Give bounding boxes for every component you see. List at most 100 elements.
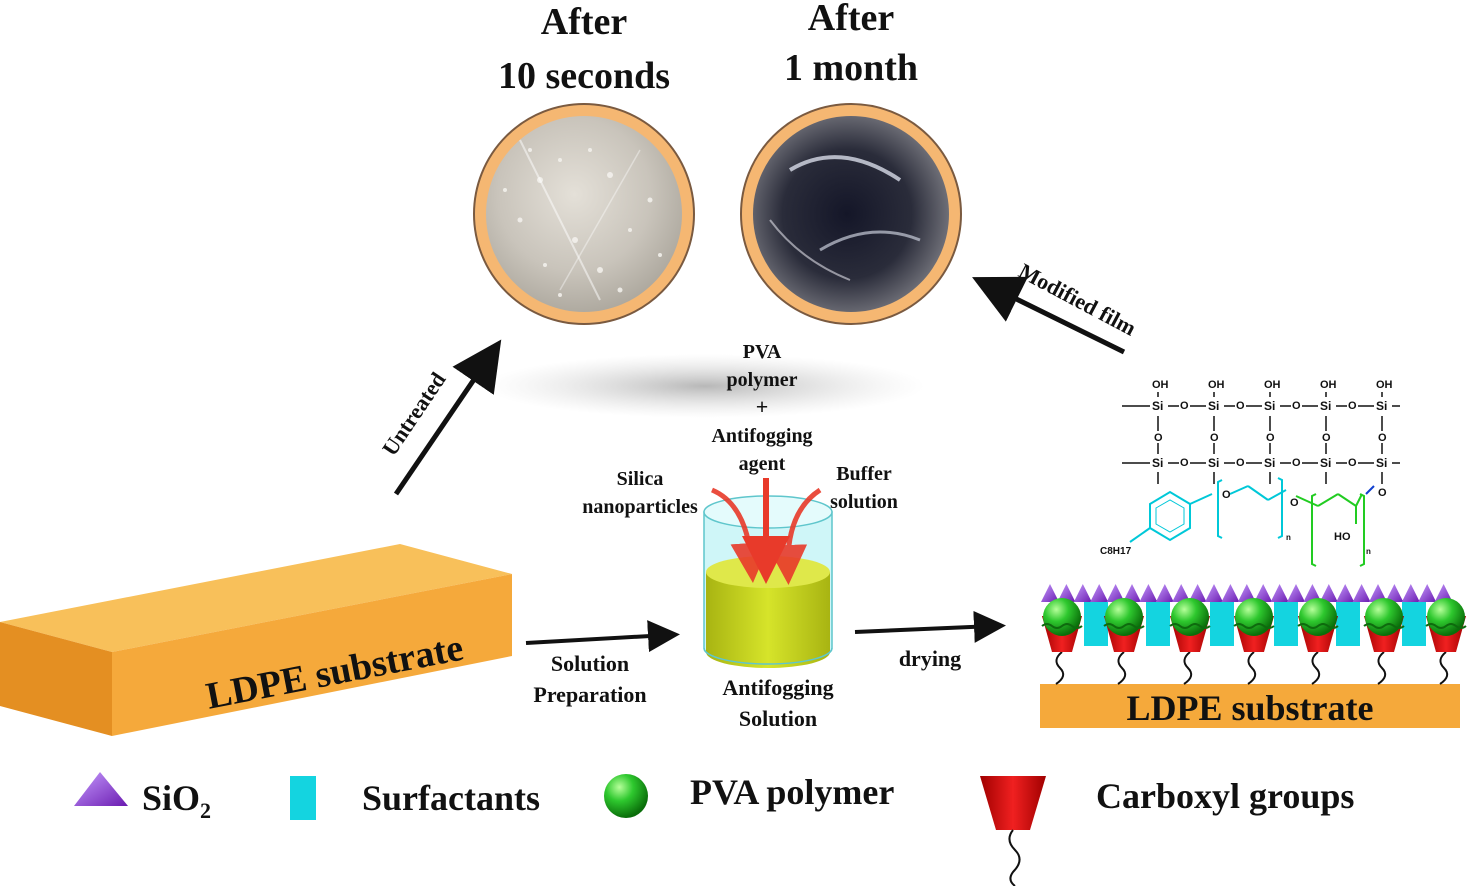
siloxane-network: OHSiSiOOOOHSiSiOOOOHSiSiOOOOHSiSiOOOOHSi… bbox=[1122, 379, 1400, 499]
pva-carboxyl-unit bbox=[1169, 598, 1211, 685]
sio2-particle bbox=[1041, 584, 1059, 602]
pva-carboxyl-unit bbox=[1233, 598, 1275, 685]
surfactant-block bbox=[1210, 600, 1234, 646]
pva-carboxyl-layer bbox=[1041, 598, 1467, 685]
si-label-bg bbox=[1318, 454, 1336, 468]
pva-sphere bbox=[1299, 598, 1337, 636]
legend-sio2-label: SiO2 bbox=[142, 778, 211, 823]
terminal-o-label: O bbox=[1378, 487, 1387, 499]
si-label: Si bbox=[1320, 456, 1331, 470]
pva-label-line2: polymer bbox=[726, 369, 797, 391]
foggy-film-photo bbox=[473, 103, 695, 325]
si-label: Si bbox=[1264, 399, 1275, 413]
chain-o-label: O bbox=[1348, 457, 1357, 469]
pva-sphere bbox=[1365, 598, 1403, 636]
untreated-label: Untreated bbox=[377, 367, 451, 460]
pva-wave bbox=[1041, 623, 1083, 629]
sio2-particle bbox=[1057, 584, 1076, 602]
chain-o-label: O bbox=[1236, 457, 1245, 469]
pva-carboxyl-unit bbox=[1425, 598, 1467, 685]
sio2-particle bbox=[1418, 584, 1437, 602]
pva-wave bbox=[1425, 623, 1467, 629]
surfactant-block bbox=[1402, 600, 1426, 646]
legend: SiO2 Surfactants PVA polymer Carboxyl gr… bbox=[74, 772, 1354, 886]
pva-sphere bbox=[1105, 598, 1143, 636]
si-label: Si bbox=[1152, 399, 1163, 413]
chain-o-bg bbox=[1235, 398, 1246, 410]
hydroxyl-oh-label: OH bbox=[1264, 379, 1281, 391]
chain-o-bg bbox=[1347, 455, 1358, 467]
legend-carboxyl-icon bbox=[980, 776, 1046, 886]
ether-oxygen-label: O bbox=[1222, 489, 1231, 501]
chain-o-bg bbox=[1179, 455, 1190, 467]
bridge-o-label: O bbox=[1322, 432, 1331, 444]
carboxyl-tether bbox=[1183, 651, 1193, 685]
sio2-particle bbox=[1303, 584, 1322, 602]
carboxyl-tether bbox=[1247, 651, 1257, 685]
ldpe-substrate-right bbox=[1040, 684, 1460, 728]
bridge-o-bg bbox=[1265, 431, 1275, 443]
buffer-label-line1: Buffer bbox=[836, 463, 892, 485]
bridge-o-bg bbox=[1153, 431, 1163, 443]
sio2-particle bbox=[1319, 584, 1338, 602]
buffer-inflow-arrow bbox=[767, 487, 822, 585]
surfactant-block bbox=[1274, 600, 1298, 646]
si-label-bg bbox=[1262, 397, 1280, 411]
pva-ether-oxygen-label: O bbox=[1290, 497, 1299, 509]
si-label: Si bbox=[1152, 456, 1163, 470]
legend-surfactants-label: Surfactants bbox=[362, 778, 540, 818]
surfactant-layer bbox=[1084, 600, 1426, 646]
ldpe-substrate-right-label: LDPE substrate bbox=[1126, 688, 1373, 728]
solution-preparation-arrow bbox=[525, 620, 680, 653]
bridge-o-bg bbox=[1377, 431, 1387, 443]
c8h17-label: C8H17 bbox=[1100, 546, 1132, 557]
legend-pva-icon bbox=[604, 774, 648, 818]
sio2-particle bbox=[1352, 584, 1371, 602]
pva-n-label: n bbox=[1366, 547, 1371, 556]
pva-side-chain bbox=[1295, 485, 1375, 567]
surfactant-block bbox=[1336, 600, 1360, 646]
sio2-particle bbox=[1155, 584, 1174, 602]
silica-inflow-arrow bbox=[710, 487, 771, 583]
sio2-particle bbox=[1139, 584, 1158, 602]
si-label-bg bbox=[1150, 454, 1168, 468]
pva-sphere bbox=[1235, 598, 1273, 636]
si-label-bg bbox=[1374, 397, 1392, 411]
legend-carboxyl-groups-label: Carboxyl groups bbox=[1096, 776, 1354, 816]
chain-o-label: O bbox=[1348, 400, 1357, 412]
chain-o-label: O bbox=[1236, 400, 1245, 412]
sio2-particle bbox=[1270, 584, 1289, 602]
si-label: Si bbox=[1320, 399, 1331, 413]
pva-wave bbox=[1103, 623, 1145, 629]
right-photo-caption-line1: After bbox=[808, 0, 895, 39]
chain-o-bg bbox=[1291, 455, 1302, 467]
carboxyl-tether bbox=[1117, 651, 1127, 685]
si-label-bg bbox=[1262, 454, 1280, 468]
sio2-particle bbox=[1205, 584, 1223, 602]
sio2-particle bbox=[1336, 584, 1355, 602]
pva-sphere bbox=[1171, 598, 1209, 636]
bridge-o-label: O bbox=[1266, 432, 1275, 444]
carboxyl-tether bbox=[1311, 651, 1321, 685]
legend-sio2-icon bbox=[74, 772, 128, 806]
silica-label-line2: nanoparticles bbox=[582, 496, 698, 518]
bridge-o-label: O bbox=[1210, 432, 1219, 444]
sio2-particle bbox=[1123, 584, 1141, 602]
sio2-particle bbox=[1188, 584, 1207, 602]
left-photo-caption-line1: After bbox=[541, 1, 628, 43]
carboxyl-tether bbox=[1439, 651, 1449, 685]
modified-film-arrow bbox=[972, 276, 1126, 355]
chain-o-bg bbox=[1291, 398, 1302, 410]
si-label-bg bbox=[1206, 454, 1224, 468]
sio2-particle bbox=[1434, 584, 1453, 602]
modified-film: LDPE substrate bbox=[1040, 584, 1467, 728]
silica-label-line1: Silica bbox=[617, 468, 664, 490]
drying-label: drying bbox=[899, 646, 961, 671]
sio2-particle bbox=[1237, 584, 1256, 602]
sio2-layer bbox=[1041, 584, 1453, 602]
container-label-line1: Antifogging bbox=[722, 675, 833, 700]
clear-film-photo bbox=[740, 103, 962, 325]
si-label: Si bbox=[1376, 399, 1387, 413]
sio2-particle bbox=[1172, 584, 1191, 602]
